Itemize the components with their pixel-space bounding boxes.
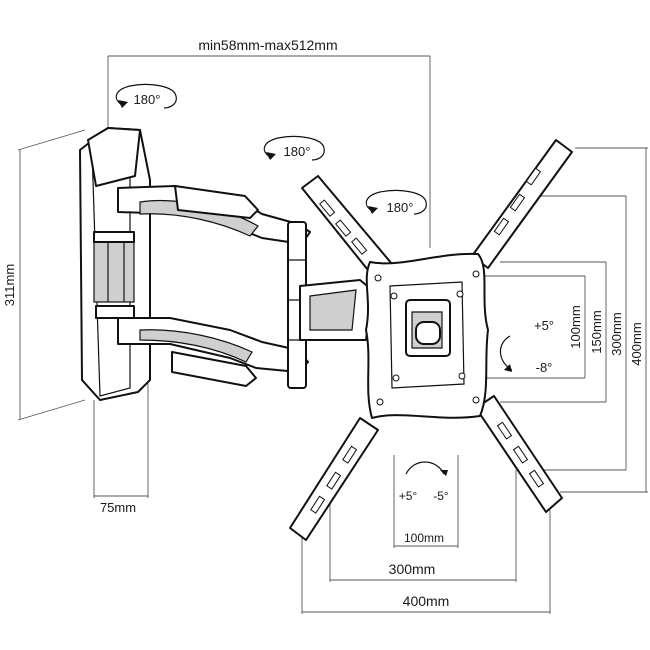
rotation-mid-label: 180° <box>284 144 311 159</box>
dimension-labels: min58mm-max512mm 311mm 75mm 180° 180° 18… <box>2 37 644 609</box>
rotation-wall-label: 180° <box>134 92 161 107</box>
wall-plate <box>79 127 151 401</box>
rotation-head-label: 180° <box>387 200 414 215</box>
wall-plate-depth-label: 75mm <box>100 500 136 515</box>
horizontal-400mm-label: 400mm <box>403 593 450 609</box>
swivel-right-label: -5° <box>433 489 449 503</box>
arm-extension-label: min58mm-max512mm <box>198 37 337 53</box>
horizontal-100mm-label: 100mm <box>404 531 444 545</box>
tilt-up-label: +5° <box>534 318 554 333</box>
vertical-100mm-label: 100mm <box>568 305 583 348</box>
mounting-slots <box>310 167 545 514</box>
tilt-arrow-icon <box>499 335 513 372</box>
wall-plate-height-label: 311mm <box>2 264 17 306</box>
rotation-arrow-icon <box>115 83 427 215</box>
swing-arms <box>117 185 373 389</box>
dimension-lines <box>17 55 648 614</box>
horizontal-300mm-label: 300mm <box>389 561 436 577</box>
swivel-left-label: +5° <box>399 489 418 503</box>
vertical-400mm-label: 400mm <box>629 322 644 365</box>
swivel-arrow-icon <box>405 461 448 476</box>
vesa-head <box>289 139 573 541</box>
vertical-300mm-label: 300mm <box>609 312 624 355</box>
tilt-down-label: -8° <box>536 360 553 375</box>
vertical-150mm-label: 150mm <box>589 310 604 353</box>
